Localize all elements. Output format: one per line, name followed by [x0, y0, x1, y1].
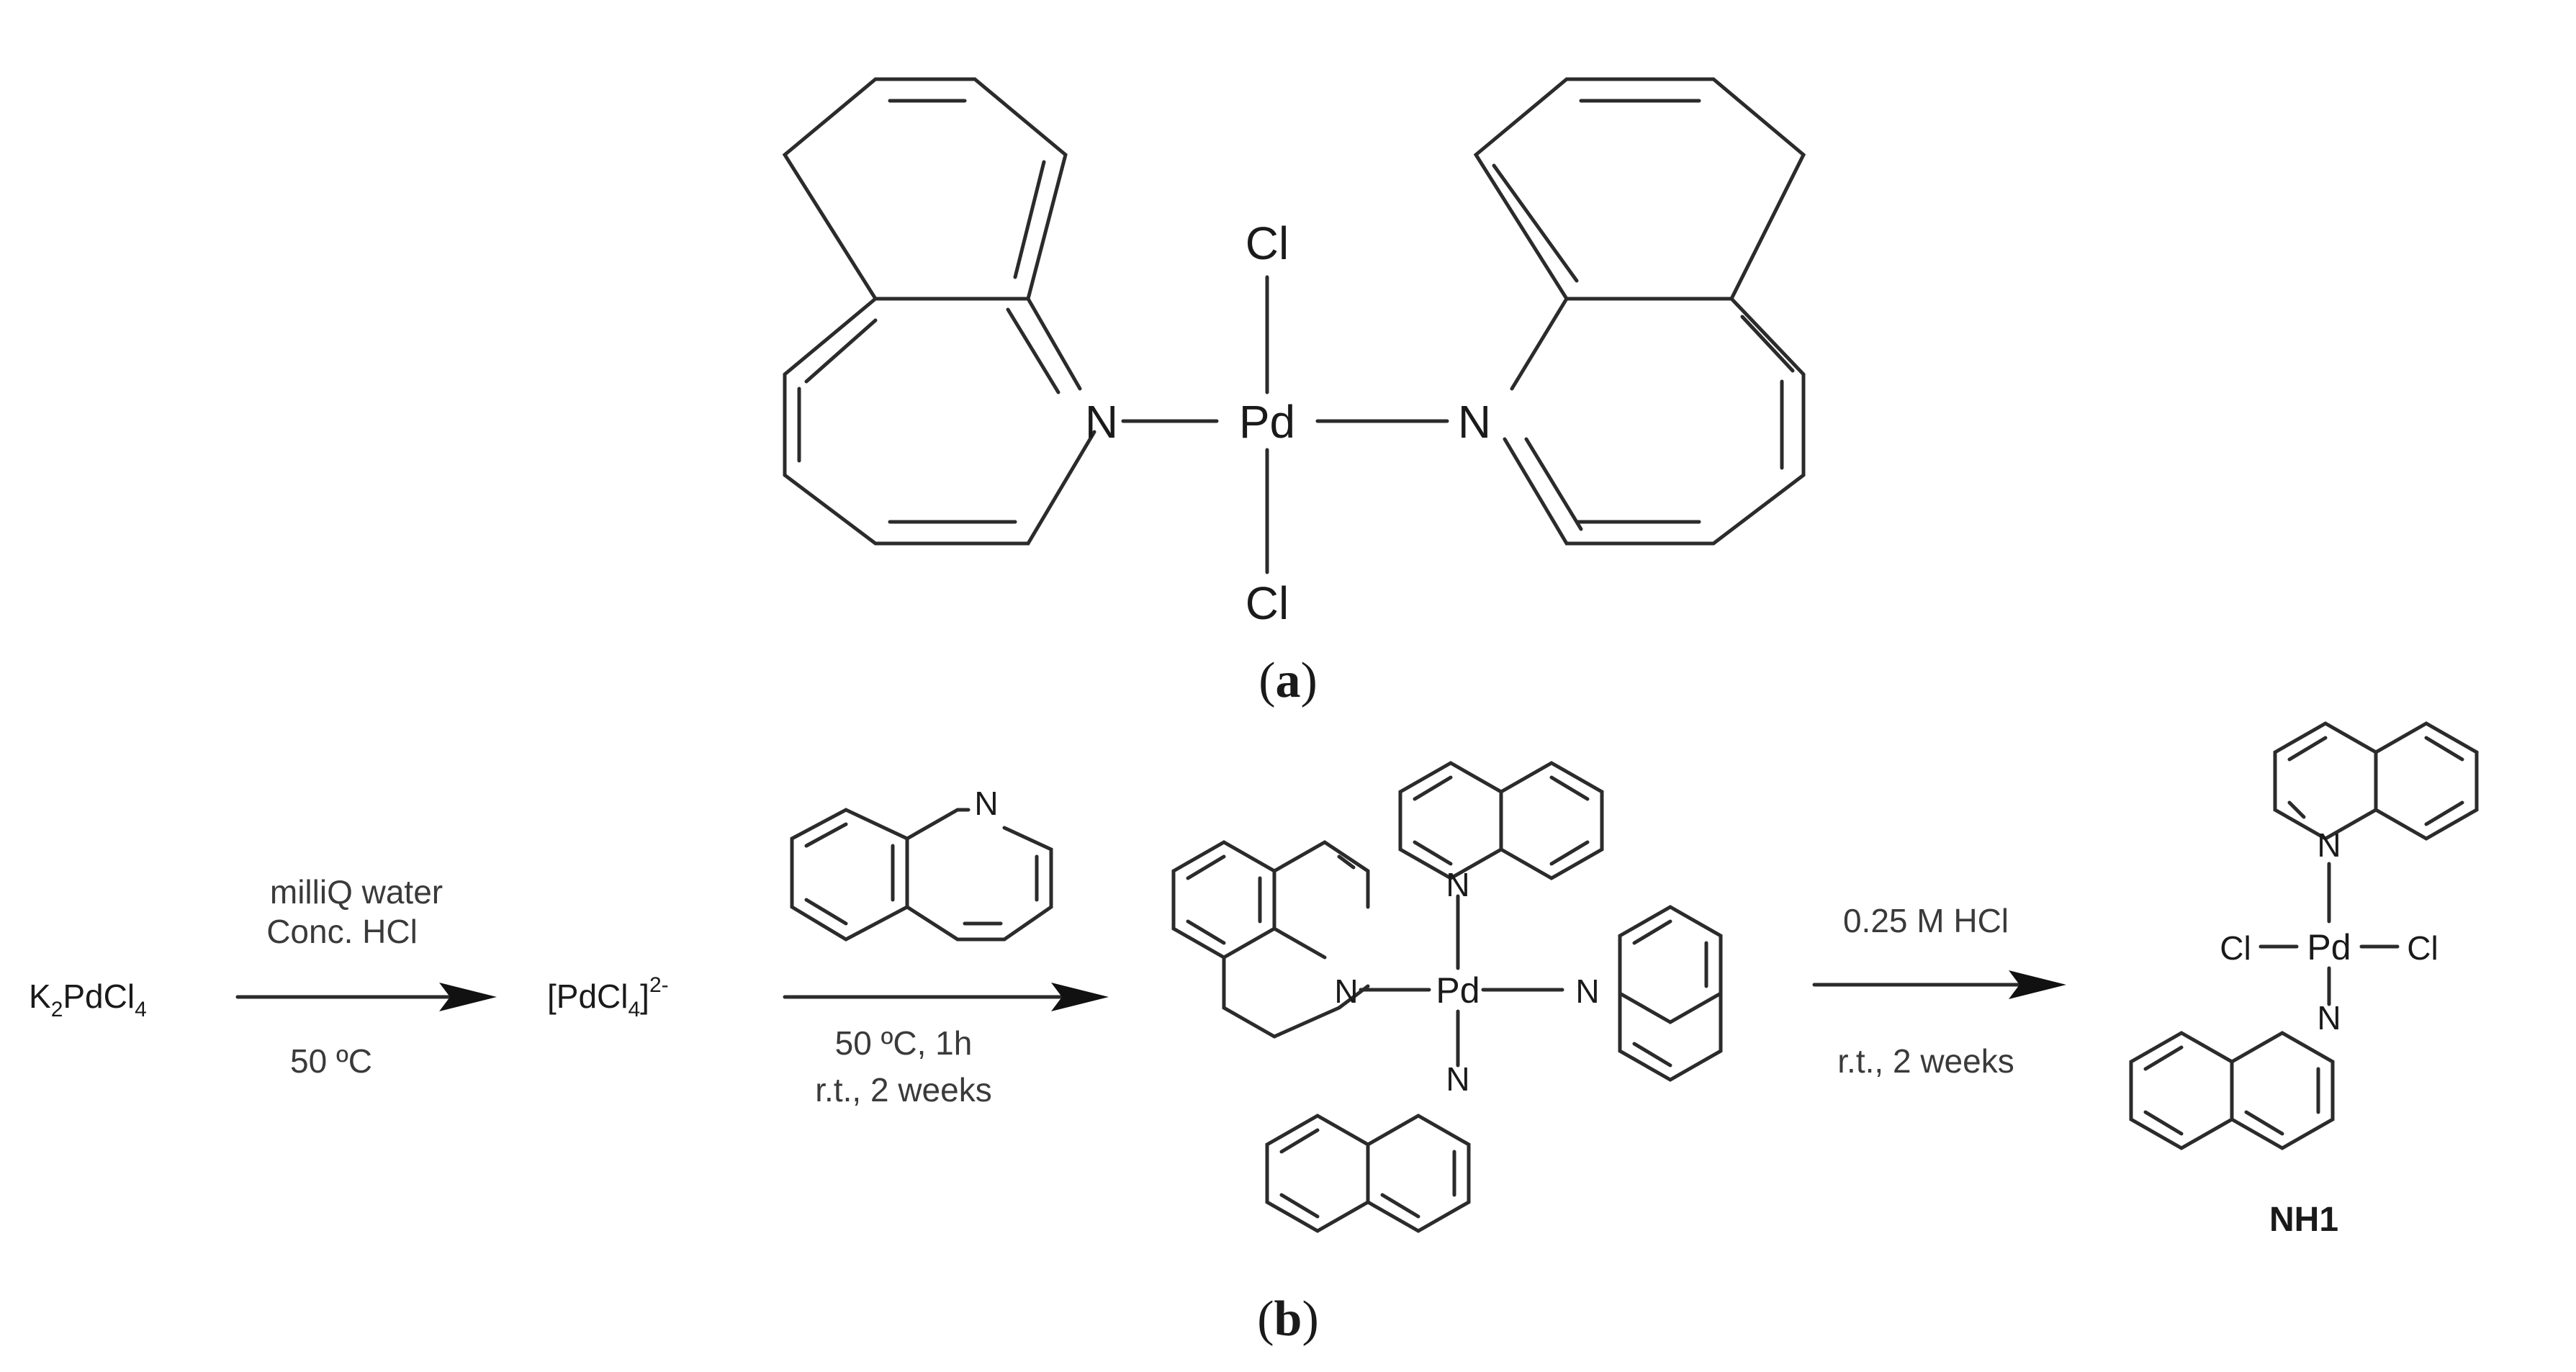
product-n-bottom: N — [2317, 999, 2341, 1037]
step3-condition-2: r.t., 2 weeks — [1837, 1042, 2014, 1080]
step1-condition-2: Conc. HCl — [266, 913, 418, 950]
product-label-nh1: NH1 — [2269, 1201, 2338, 1239]
product-n-top: N — [2317, 826, 2341, 864]
tetra-n-right: N — [1575, 972, 1599, 1010]
arrow-step3 — [1812, 970, 2066, 999]
left-quinoline — [782, 77, 1096, 546]
n-right-label: N — [1458, 396, 1491, 448]
product-cl-right: Cl — [2407, 929, 2438, 967]
n-left-label: N — [1085, 396, 1118, 448]
panel-a-structure: Cl Pd Cl N N — [782, 77, 1806, 629]
reactant-k2pdcl4: K2PdCl4 — [29, 978, 147, 1021]
caption-b: (b) — [1257, 1291, 1319, 1347]
caption-a: (a) — [1258, 653, 1318, 708]
tetra-quinoline-complex — [1171, 761, 1723, 1233]
tetra-n-left: N — [1334, 972, 1358, 1010]
pd-label: Pd — [1239, 396, 1295, 448]
product-pd-label: Pd — [2307, 927, 2351, 967]
tetra-n-bottom: N — [1446, 1060, 1469, 1098]
quinoline-reagent — [790, 808, 1053, 942]
step1-condition-3: 50 ºC — [290, 1042, 372, 1080]
intermediate-pdcl4: [PdCl4]2- — [547, 973, 669, 1021]
cl-top-label: Cl — [1246, 217, 1289, 269]
product-nh1-structure — [2129, 721, 2479, 1150]
step2-condition-2: r.t., 2 weeks — [815, 1071, 991, 1109]
cl-bottom-label: Cl — [1246, 577, 1289, 629]
right-quinoline — [1473, 77, 1806, 546]
arrow-step2 — [783, 983, 1109, 1011]
step1-condition-1: milliQ water — [270, 873, 443, 911]
step2-condition-1: 50 ºC, 1h — [835, 1024, 973, 1062]
quinoline-n-label: N — [974, 785, 998, 822]
product-cl-left: Cl — [2220, 929, 2251, 967]
tetra-pd-label: Pd — [1436, 970, 1480, 1011]
step3-condition-1: 0.25 M HCl — [1843, 902, 2009, 939]
tetra-n-top: N — [1446, 866, 1469, 903]
arrow-step1 — [235, 983, 497, 1011]
